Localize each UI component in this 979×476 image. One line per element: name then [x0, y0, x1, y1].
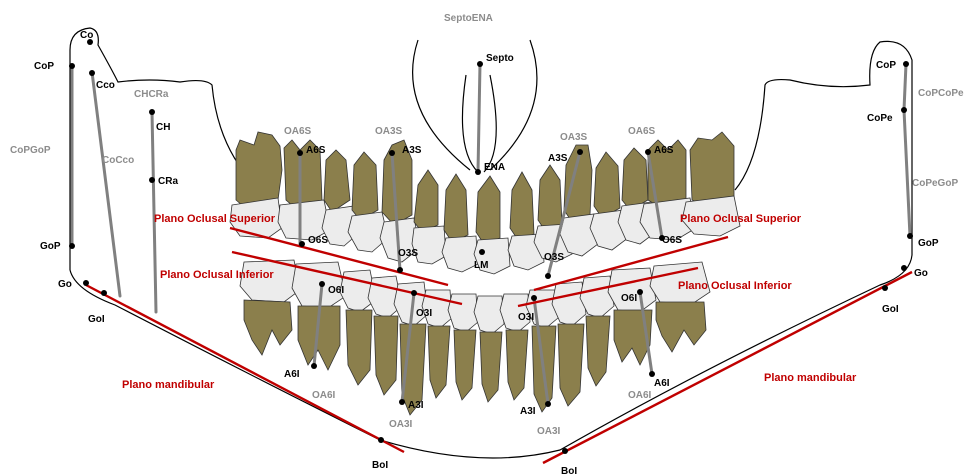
label-oa3s-left: OA3S: [375, 126, 403, 137]
palate-outline: [413, 40, 537, 172]
label-boi-right: BoI: [561, 466, 577, 476]
label-o6s-left: O6S: [308, 235, 328, 246]
label-go-left: Go: [58, 279, 72, 290]
label-oa6s-right: OA6S: [628, 126, 656, 137]
point-o6i-right: [637, 289, 643, 295]
point-ch: [149, 109, 155, 115]
label-gop-left: GoP: [40, 241, 61, 252]
label-oa3i-left: OA3I: [389, 419, 413, 430]
point-o3s-right: [545, 273, 551, 279]
label-septo: Septo: [486, 53, 514, 64]
point-go-right: [901, 265, 907, 271]
point-a3i-right: [545, 401, 551, 407]
lower-tooth: [474, 296, 504, 402]
point-a6s-right: [645, 149, 651, 155]
label-a6s-right: A6S: [654, 145, 674, 156]
point-a3s-left: [389, 150, 395, 156]
label-oa6s-left: OA6S: [284, 126, 312, 137]
label-plano-mandibular-right: Plano mandibular: [764, 372, 857, 384]
point-a3s-right: [577, 149, 583, 155]
point-o3s-left: [397, 267, 403, 273]
point-o6s-left: [299, 241, 305, 247]
point-a6s-left: [297, 150, 303, 156]
point-goi-right: [882, 285, 888, 291]
point-cco: [89, 70, 95, 76]
point-septo: [477, 61, 483, 67]
label-goi-left: GoI: [88, 314, 105, 325]
point-cop-left: [69, 63, 75, 69]
label-co: Co: [80, 30, 93, 41]
label-septo-ena: SeptoENA: [444, 13, 493, 24]
point-boi-left: [378, 437, 384, 443]
upper-tooth: [442, 174, 478, 272]
label-cop-left: CoP: [34, 61, 54, 72]
point-o3i-right: [531, 295, 537, 301]
point-lm: [479, 249, 485, 255]
label-plano-oclusal-superior-right: Plano Oclusal Superior: [680, 213, 802, 225]
label-cra: CRa: [158, 176, 178, 187]
label-o6s-right: O6S: [662, 235, 682, 246]
point-a6i-right: [649, 371, 655, 377]
label-go-right: Go: [914, 268, 928, 279]
point-a3i-left: [399, 399, 405, 405]
label-chcra: CHCRa: [134, 89, 169, 100]
label-cope: CoPe: [867, 113, 893, 124]
label-a3s-right: A3S: [548, 153, 568, 164]
point-gop-left: [69, 243, 75, 249]
label-o3i-left: O3I: [416, 308, 432, 319]
axis-septo-ena: [478, 64, 480, 172]
label-oa3i-right: OA3I: [537, 426, 561, 437]
point-a6i-left: [311, 363, 317, 369]
label-plano-mandibular-left: Plano mandibular: [122, 379, 215, 391]
axis-chcra: [152, 112, 156, 312]
label-plano-oclusal-inferior-right: Plano Oclusal Inferior: [678, 280, 792, 292]
label-o3i-right: O3I: [518, 312, 534, 323]
label-oa6i-right: OA6I: [628, 390, 652, 401]
label-gop-right: GoP: [918, 238, 939, 249]
point-o3i-left: [411, 290, 417, 296]
point-cra: [149, 177, 155, 183]
point-ena: [475, 169, 481, 175]
lower-tooth: [500, 294, 530, 400]
label-plano-oclusal-superior-left: Plano Oclusal Superior: [154, 213, 276, 225]
label-lm: LM: [474, 260, 488, 271]
label-boi-left: BoI: [372, 460, 388, 471]
lower-tooth: [448, 294, 478, 400]
label-cocco: CoCco: [102, 155, 134, 166]
label-a6i-right: A6I: [654, 378, 670, 389]
label-ch: CH: [156, 122, 170, 133]
label-goi-right: GoI: [882, 304, 899, 315]
axis-copcope: [904, 64, 906, 110]
label-copegop: CoPeGoP: [912, 178, 958, 189]
label-a3i-right: A3I: [520, 406, 536, 417]
axis-cocco: [92, 72, 120, 296]
point-gop-right: [907, 233, 913, 239]
label-copgop: CoPGoP: [10, 145, 51, 156]
label-o3s-right: O3S: [544, 252, 564, 263]
label-a3s-left: A3S: [402, 145, 422, 156]
label-o6i-left: O6I: [328, 285, 344, 296]
label-a6i-left: A6I: [284, 369, 300, 380]
label-copcope: CoPCoPe: [918, 88, 964, 99]
label-plano-oclusal-inferior-left: Plano Oclusal Inferior: [160, 269, 274, 281]
point-go-left: [83, 280, 89, 286]
point-cop-right: [903, 61, 909, 67]
point-goi-left: [101, 290, 107, 296]
point-boi-right: [562, 448, 568, 454]
point-cope: [901, 107, 907, 113]
point-o6i-left: [319, 281, 325, 287]
label-oa3s-right: OA3S: [560, 132, 588, 143]
lower-tooth: [422, 290, 452, 398]
label-cco: Cco: [96, 80, 115, 91]
label-a6s-left: A6S: [306, 145, 326, 156]
label-ena: ENA: [484, 162, 505, 173]
label-o6i-right: O6I: [621, 293, 637, 304]
label-cop-right: CoP: [876, 60, 896, 71]
axis-copegop: [904, 110, 910, 236]
label-a3i-left: A3I: [408, 400, 424, 411]
label-o3s-left: O3S: [398, 248, 418, 259]
label-oa6i-left: OA6I: [312, 390, 336, 401]
